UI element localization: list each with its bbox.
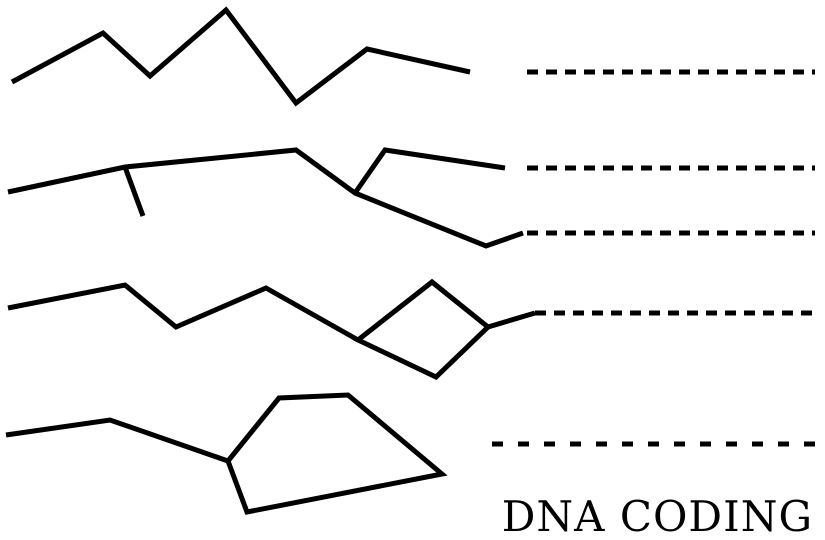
molecule-chain-1 [10,6,471,107]
molecule-chain-2 [7,147,524,249]
molecule-branch-2b [352,147,506,195]
molecule-chain-3 [7,282,360,343]
molecule-ring-4 [225,392,448,515]
molecule-chain-4 [5,417,229,464]
molecule-branch-2a [122,166,146,217]
caption-title: DNA CODING [501,492,813,540]
molecule-tail-3 [487,310,536,330]
molecule-ring-3 [353,278,492,380]
